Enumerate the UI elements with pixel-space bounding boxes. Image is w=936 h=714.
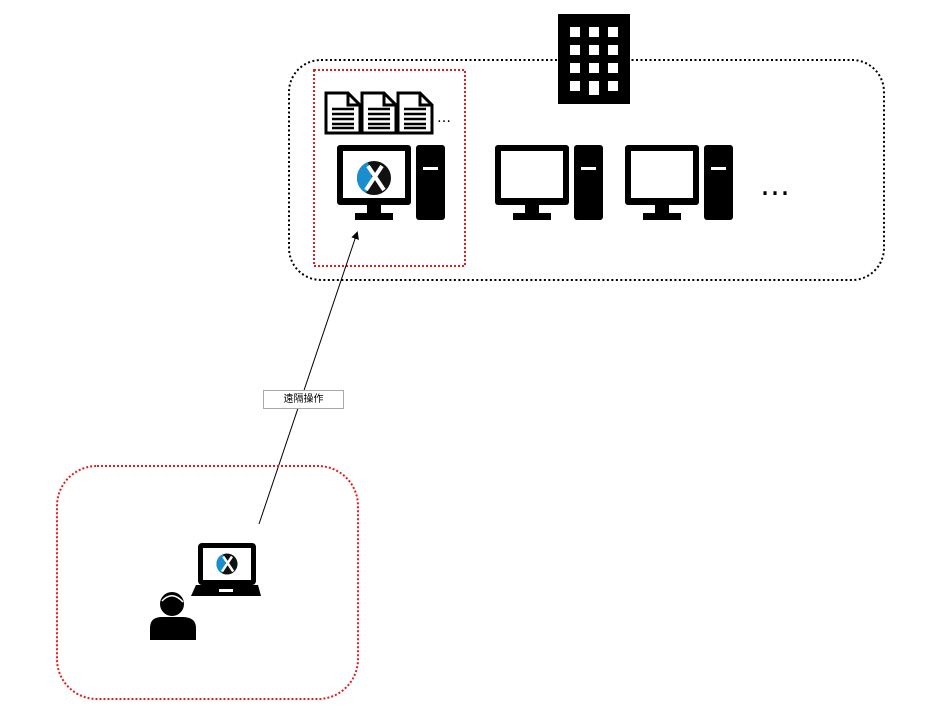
remote-operation-arrow (258, 231, 359, 525)
document-icon (324, 91, 362, 135)
laptop-icon (191, 543, 261, 596)
target-computer-highlight (313, 69, 466, 267)
document-icon (360, 91, 398, 135)
desktop-computer-icon (625, 145, 733, 220)
desktop-computer-icon (495, 145, 603, 220)
remote-operation-label: 遠隔操作 (263, 390, 344, 409)
target-desktop-computer-icon[interactable] (337, 145, 445, 220)
building-icon (558, 14, 630, 104)
documents-ellipsis: … (437, 110, 451, 126)
remote-app-logo-icon (354, 159, 393, 197)
person-icon (150, 592, 196, 640)
remote-app-logo-icon (215, 552, 239, 576)
remote-location-boundary (56, 465, 359, 700)
document-icon (396, 91, 434, 135)
computers-ellipsis: … (760, 168, 790, 203)
